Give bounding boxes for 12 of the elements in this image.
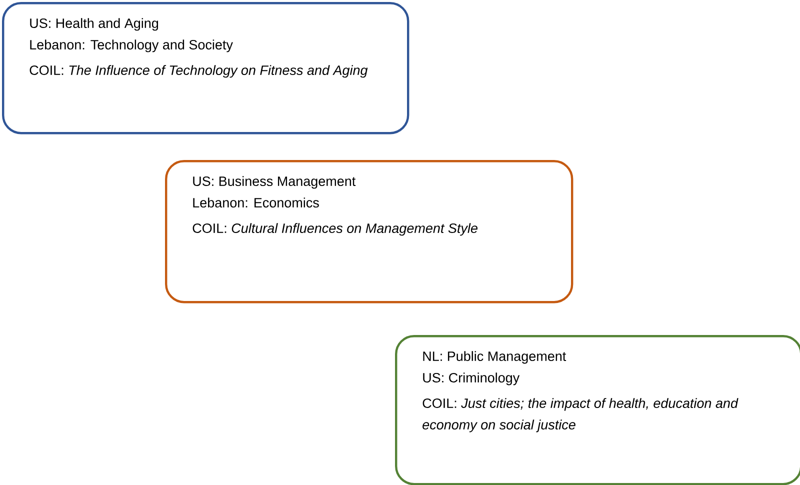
box-text: NL: Public Management: [423, 351, 566, 364]
box-text: US: Business Management: [193, 176, 356, 189]
rounded-box: [2, 2, 410, 134]
box-text: Lebanon: Technology and Society: [30, 40, 233, 52]
box-text: US: Criminology: [423, 372, 520, 386]
box-text: Lebanon: Economics: [193, 198, 319, 208]
box-text: US: Health and Aging: [30, 18, 158, 31]
box-text: COIL: Just cities; the impact of health, education and economy on social justice: [422, 398, 738, 432]
box-text: COIL: The Influence of Technology on Fitness and Aging: [30, 65, 368, 78]
rounded-box: [165, 160, 574, 304]
box-text: COIL: Cultural Influences on Management Style: [192, 223, 478, 236]
rounded-box: [395, 335, 800, 485]
